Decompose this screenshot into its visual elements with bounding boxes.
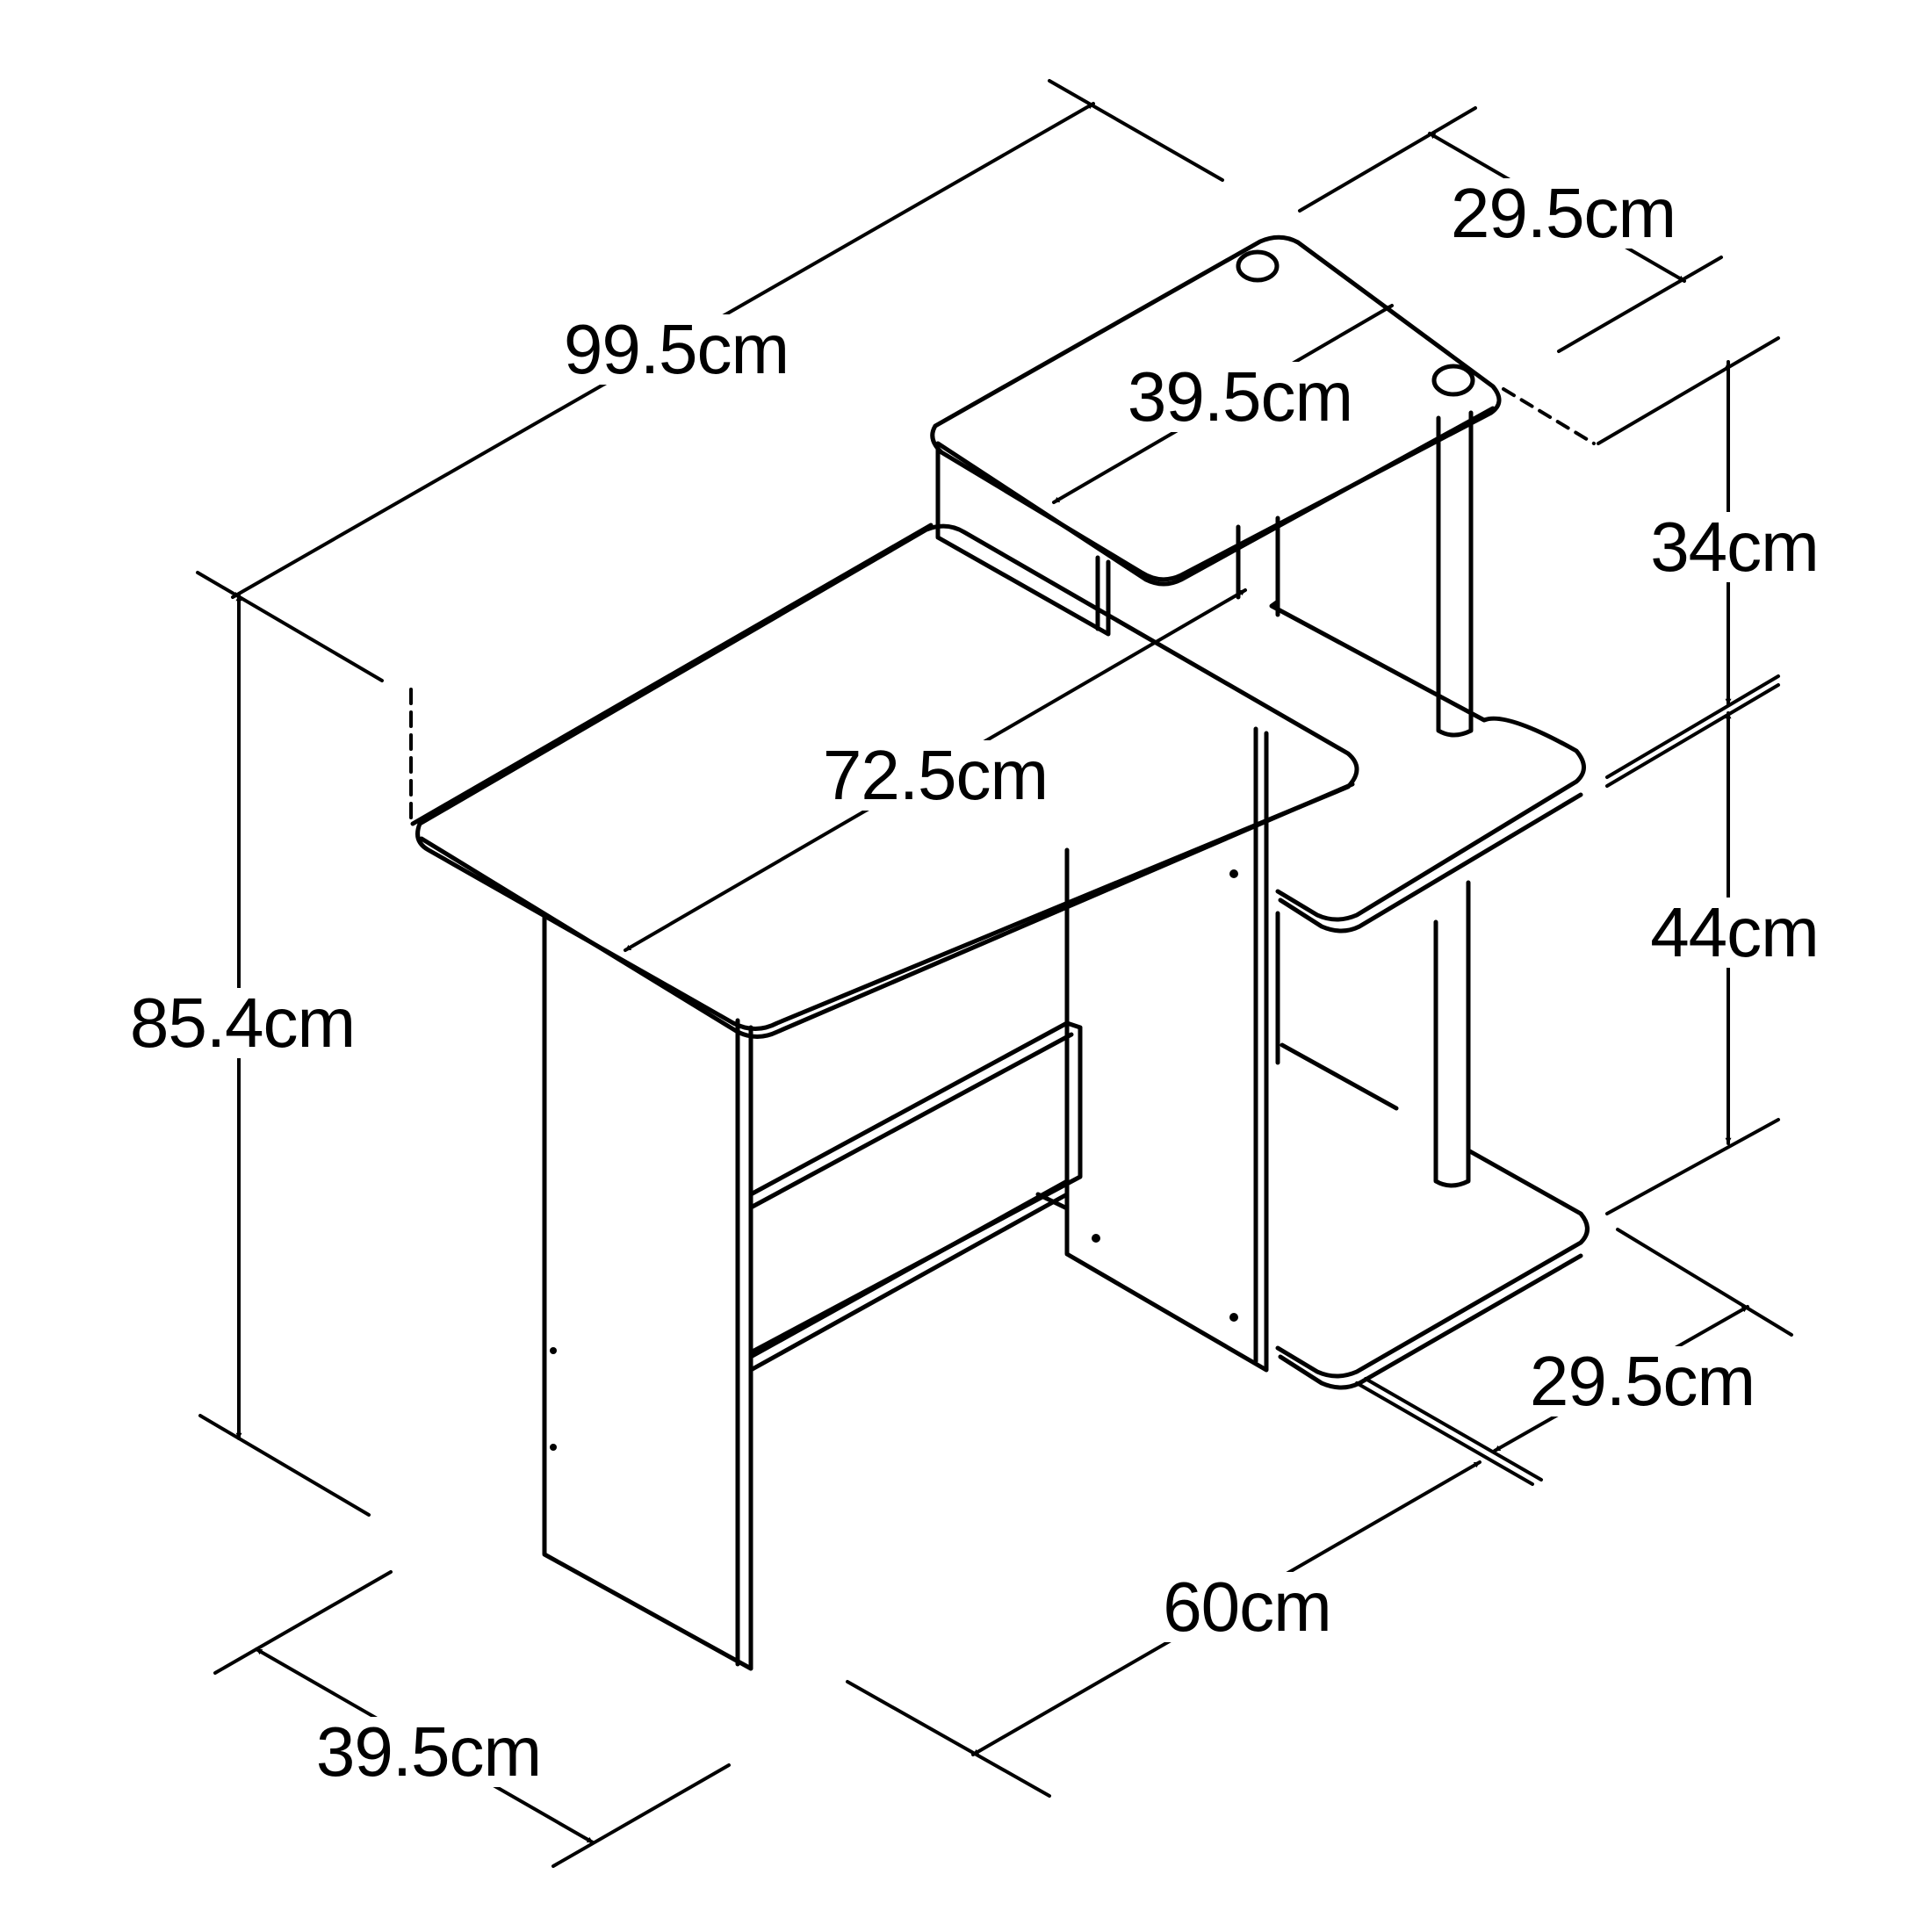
- middle-shelf: [1269, 599, 1586, 922]
- hutch-back-panel: [935, 447, 1111, 637]
- lower-shelf-height-label: 44cm: [1645, 898, 1824, 968]
- modesty-panel-edge: [748, 1032, 1074, 1210]
- divider-dot: [1229, 1313, 1238, 1322]
- desk-top-edge: [419, 782, 1355, 1039]
- modesty-panel: [748, 1020, 1083, 1355]
- desk-depth-label: 60cm: [1157, 1572, 1337, 1642]
- total-height-label: 85.4cm: [124, 988, 361, 1058]
- bottom-shelf: [1275, 1042, 1590, 1379]
- middle-shelf-edge: [1278, 792, 1583, 934]
- hutch-shelf-edge: [935, 406, 1496, 587]
- middle-post: [1433, 880, 1471, 1188]
- top-shelf-width-label: 39.5cm: [1121, 362, 1359, 432]
- leg-dot: [550, 1444, 557, 1451]
- grommet-hole: [1236, 249, 1280, 283]
- overall-width-label: 99.5cm: [558, 314, 795, 385]
- hutch-post-rear: [1236, 515, 1280, 617]
- leg-dot: [550, 1347, 557, 1354]
- desk-top-width-label: 72.5cm: [817, 740, 1054, 811]
- bottom-rail: [748, 1179, 1070, 1373]
- leg-depth-label: 39.5cm: [310, 1717, 547, 1787]
- upper-shelf-height-label: 34cm: [1645, 512, 1824, 582]
- divider-panel: [1064, 731, 1269, 1373]
- desk-body: [410, 234, 1590, 1671]
- divider-dot: [1229, 869, 1238, 878]
- hutch-post: [1436, 410, 1474, 738]
- base-shelf-depth-label: 29.5cm: [1524, 1346, 1761, 1417]
- grommet-hole: [1431, 364, 1475, 397]
- top-shelf-depth-label: 29.5cm: [1445, 178, 1682, 249]
- left-leg-panel: [542, 915, 753, 1671]
- dimension-lines: [196, 79, 1793, 1868]
- divider-bottom: [1035, 1192, 1070, 1211]
- divider-dot: [1092, 1234, 1100, 1243]
